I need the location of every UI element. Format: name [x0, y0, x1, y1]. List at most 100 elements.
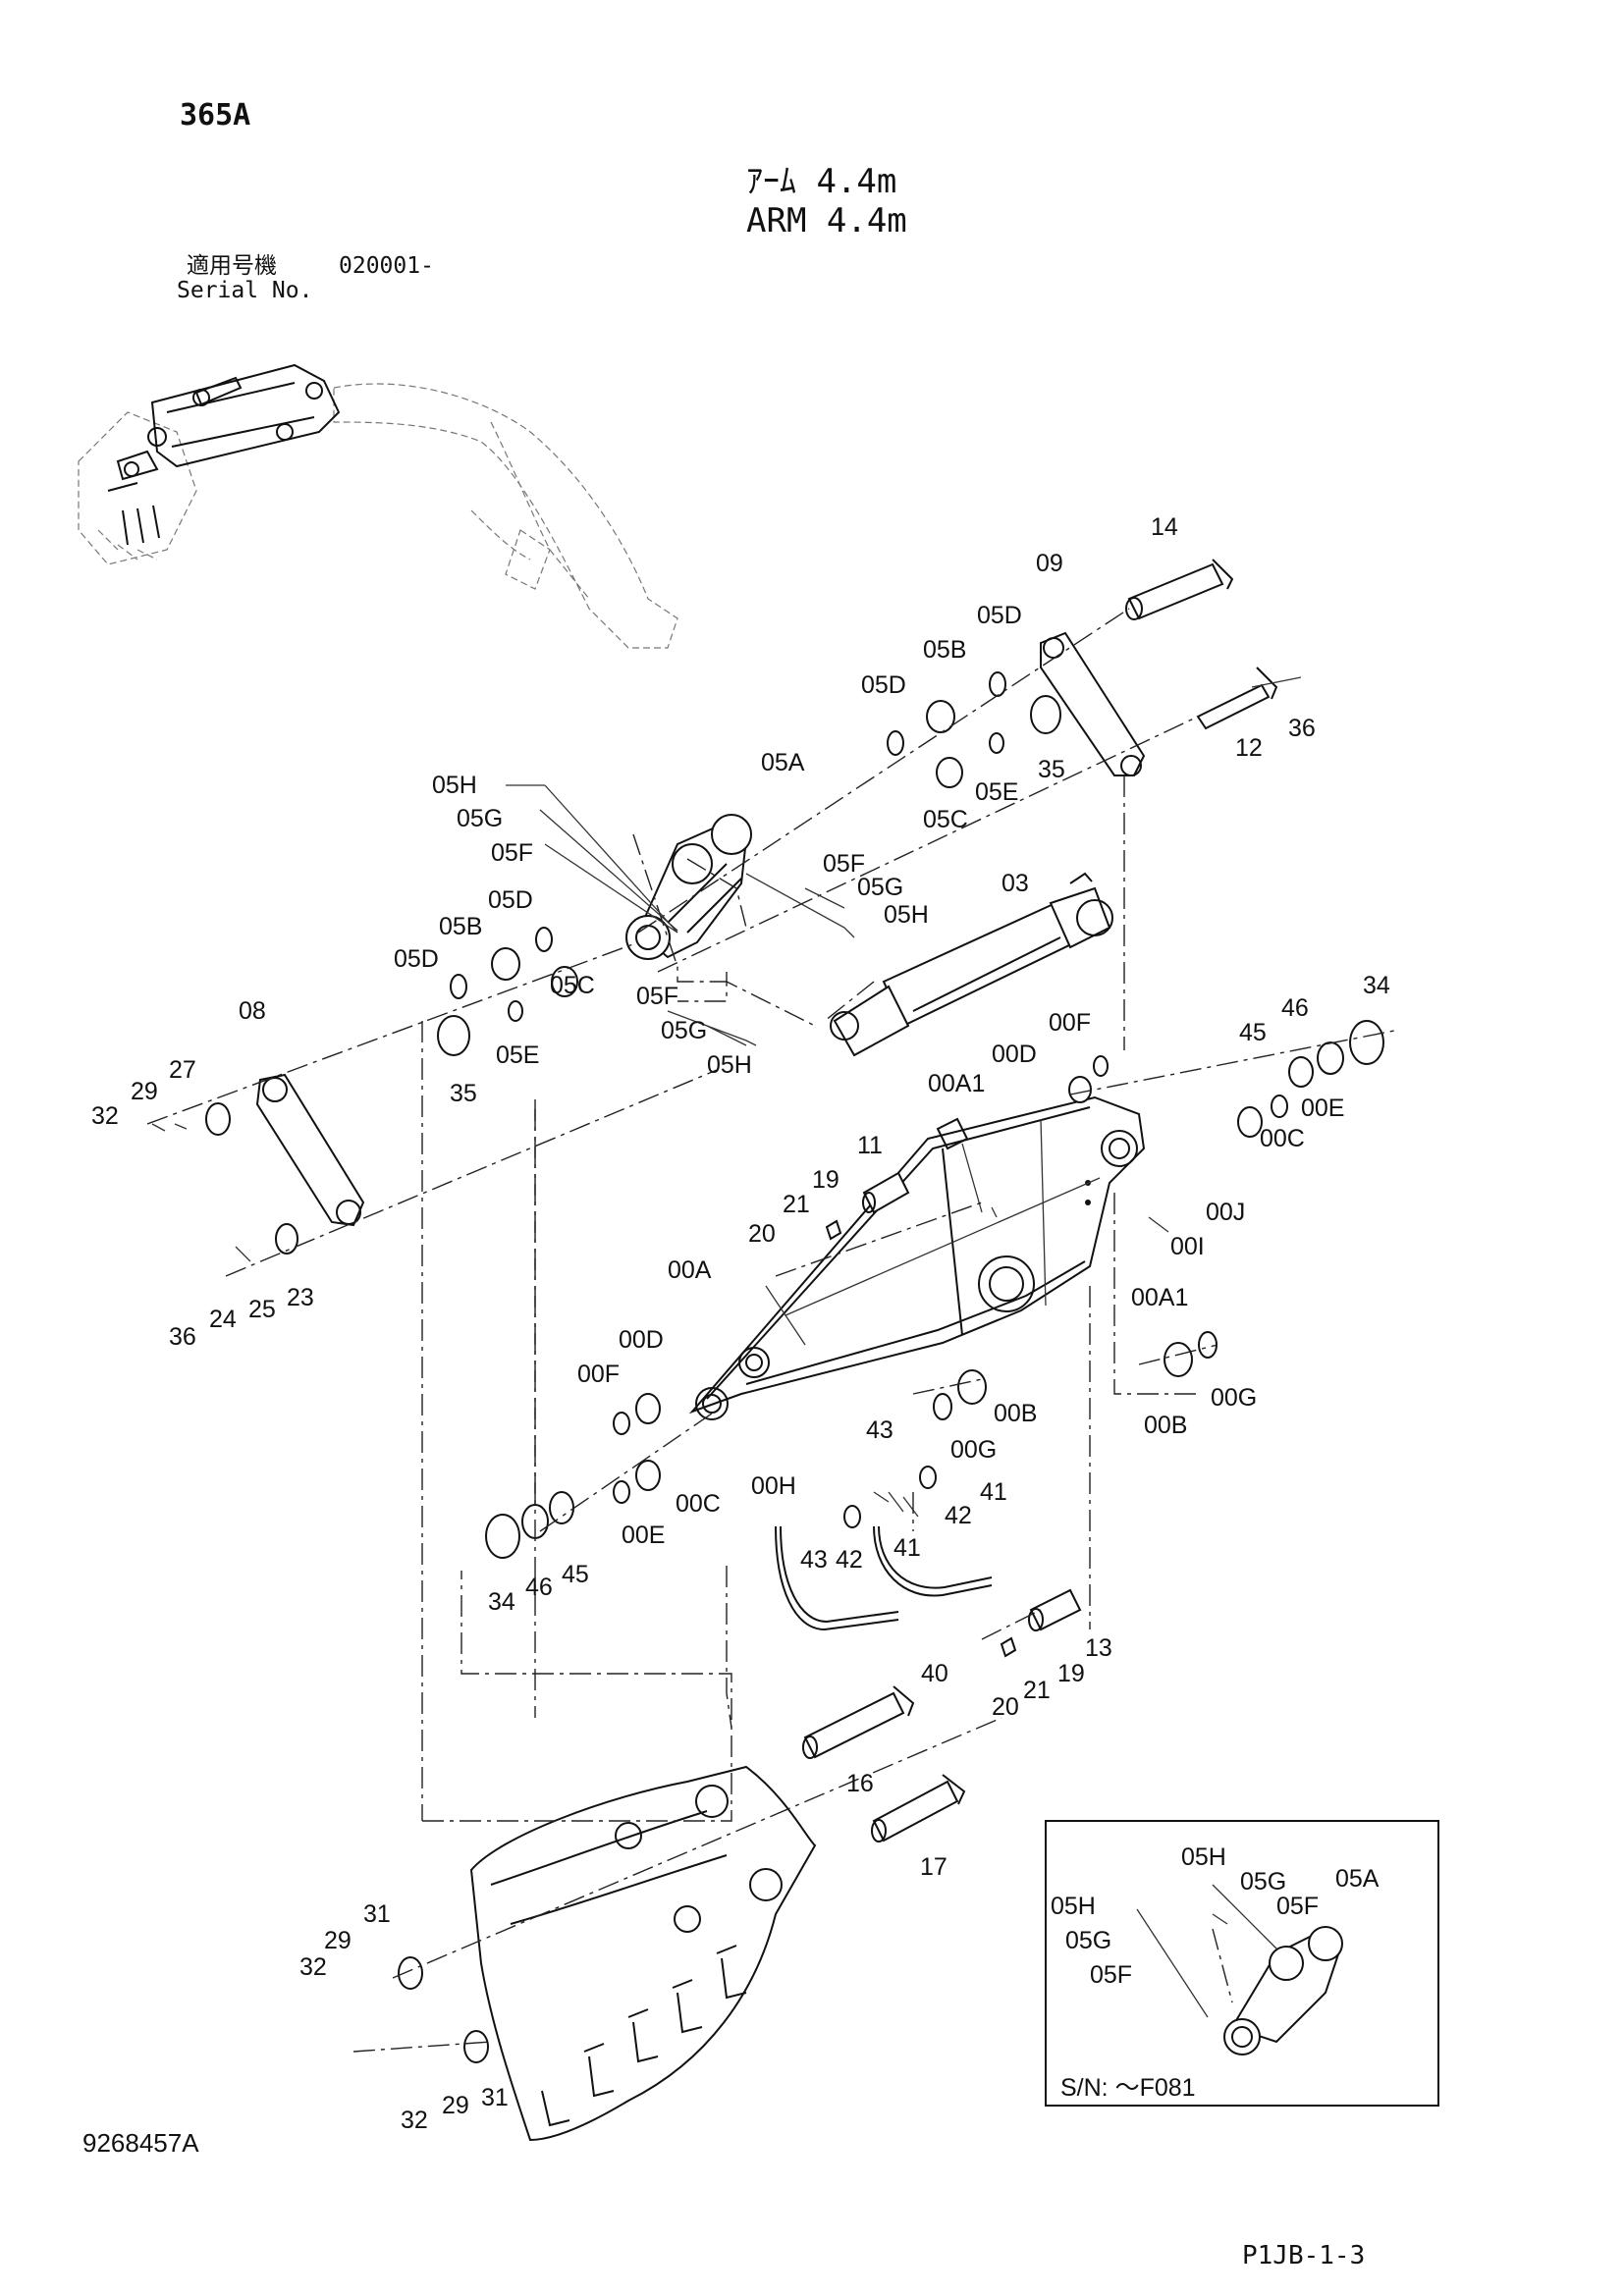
serial-label-jp: 適用号機	[187, 253, 277, 279]
part-label: 05F	[491, 839, 533, 867]
part-label: 32	[401, 2107, 428, 2134]
part-label: 32	[299, 1953, 327, 1981]
inset-label: 05F	[1090, 1961, 1132, 1989]
part-label: 25	[248, 1296, 276, 1323]
part-label: 27	[169, 1056, 196, 1084]
part-label: 00H	[751, 1472, 796, 1500]
serial-label-en: Serial No.	[177, 278, 313, 303]
part-label: 05G	[661, 1017, 707, 1044]
part-label: 35	[450, 1080, 477, 1107]
part-label: 46	[525, 1574, 553, 1601]
inset-label: 05A	[1335, 1865, 1380, 1893]
part-label: 00B	[1144, 1412, 1187, 1439]
part-label: 00A1	[1131, 1284, 1188, 1311]
part-label: 00C	[1260, 1125, 1305, 1152]
part-label: 42	[945, 1502, 972, 1529]
pin-16	[802, 1685, 915, 1759]
part-label: 05D	[861, 671, 906, 699]
part-label: 19	[1057, 1660, 1085, 1687]
part-label: 45	[1239, 1019, 1267, 1046]
part-label: 29	[442, 2092, 469, 2119]
part-label: 19	[812, 1166, 839, 1194]
drawing-number: 9268457A	[82, 2128, 199, 2158]
center-lines	[146, 608, 1395, 2053]
inset-label: 05H	[1181, 1843, 1226, 1871]
part-label: 00C	[676, 1490, 721, 1518]
part-label: 36	[169, 1323, 196, 1351]
part-label: 09	[1036, 550, 1063, 577]
part-label: 12	[1235, 734, 1263, 762]
part-label: 05H	[432, 772, 477, 799]
part-label: 00G	[1211, 1384, 1257, 1412]
part-label: 05C	[550, 972, 595, 999]
part-label: 21	[1023, 1677, 1051, 1704]
part-label: 21	[783, 1191, 810, 1218]
inset-label: 05H	[1051, 1893, 1096, 1920]
part-label: 32	[91, 1102, 119, 1130]
part-label: 00A1	[928, 1070, 985, 1097]
part-label: 05H	[707, 1051, 752, 1079]
part-label: 29	[131, 1078, 158, 1105]
part-label: 16	[846, 1770, 874, 1797]
part-label: 41	[893, 1534, 921, 1562]
part-label: 43	[800, 1546, 828, 1574]
part-label: 11	[857, 1132, 883, 1159]
arm-body-00A	[688, 1095, 1146, 1420]
pin-14	[1125, 559, 1234, 620]
part-label: 00E	[1301, 1095, 1344, 1122]
bucket-assembly	[469, 1765, 817, 2142]
bucket-cylinder-03	[830, 872, 1113, 1057]
hoses-40	[775, 1491, 993, 1631]
seals-and-bushings	[205, 671, 1384, 2063]
part-label: 00F	[577, 1361, 620, 1388]
part-label: 35	[1038, 756, 1065, 783]
part-label: 34	[1363, 972, 1390, 999]
part-label: 23	[287, 1284, 314, 1311]
part-label: 00F	[1049, 1009, 1091, 1037]
part-label: 40	[921, 1660, 948, 1687]
pin-11	[862, 1171, 910, 1214]
part-callouts: 14 09 05D 05B 05D 36 12 35 05E 05C 05A 0…	[91, 513, 1390, 2134]
part-label: 00I	[1170, 1233, 1205, 1260]
part-label: 34	[488, 1588, 515, 1616]
part-label: 00E	[622, 1522, 665, 1549]
part-label: 20	[748, 1220, 776, 1248]
machine-overview-thumbnail	[78, 363, 678, 649]
part-label: 13	[1085, 1634, 1112, 1662]
part-label: 05H	[884, 901, 929, 929]
part-label: 00A	[668, 1256, 712, 1284]
leader-lines	[151, 676, 1302, 1503]
part-label: 00D	[992, 1041, 1037, 1068]
part-label: 05C	[923, 806, 968, 833]
part-label: 05D	[977, 602, 1022, 629]
part-label: 46	[1281, 994, 1309, 1022]
part-label: 00J	[1206, 1199, 1245, 1226]
pin-17	[871, 1774, 966, 1842]
part-label: 42	[836, 1546, 863, 1574]
part-label: 00D	[619, 1326, 664, 1354]
inset-serial-range: S/N: ～F081	[1060, 2074, 1196, 2102]
part-label: 05F	[636, 983, 678, 1010]
part-label: 05A	[761, 749, 805, 776]
pin-13	[1028, 1588, 1082, 1631]
pin-12	[1196, 667, 1278, 730]
diagram-title-jp: ｱｰﾑ 4.4m	[746, 162, 897, 201]
part-label: 29	[324, 1927, 352, 1954]
part-label: 00B	[994, 1400, 1037, 1427]
diagram-title-en: ARM 4.4m	[746, 201, 907, 240]
part-label: 31	[363, 1900, 391, 1928]
part-label: 36	[1288, 715, 1316, 742]
part-label: 00G	[950, 1436, 997, 1464]
bracket-05A	[625, 814, 752, 960]
part-label: 05B	[439, 913, 482, 940]
part-label: 20	[992, 1693, 1019, 1721]
part-label: 05E	[496, 1041, 539, 1069]
part-label: 31	[481, 2084, 509, 2111]
inset-label: 05G	[1240, 1868, 1286, 1896]
page-code: P1JB-1-3	[1242, 2241, 1366, 2270]
part-label: 43	[866, 1416, 893, 1444]
part-label: 05D	[488, 886, 533, 914]
link-08	[255, 1073, 365, 1227]
part-label: 05D	[394, 945, 439, 973]
inset-panel-sn-f081: S/N: ～F081 05H 05G 05F 05A 05H 05G 05F	[1045, 1820, 1439, 2107]
